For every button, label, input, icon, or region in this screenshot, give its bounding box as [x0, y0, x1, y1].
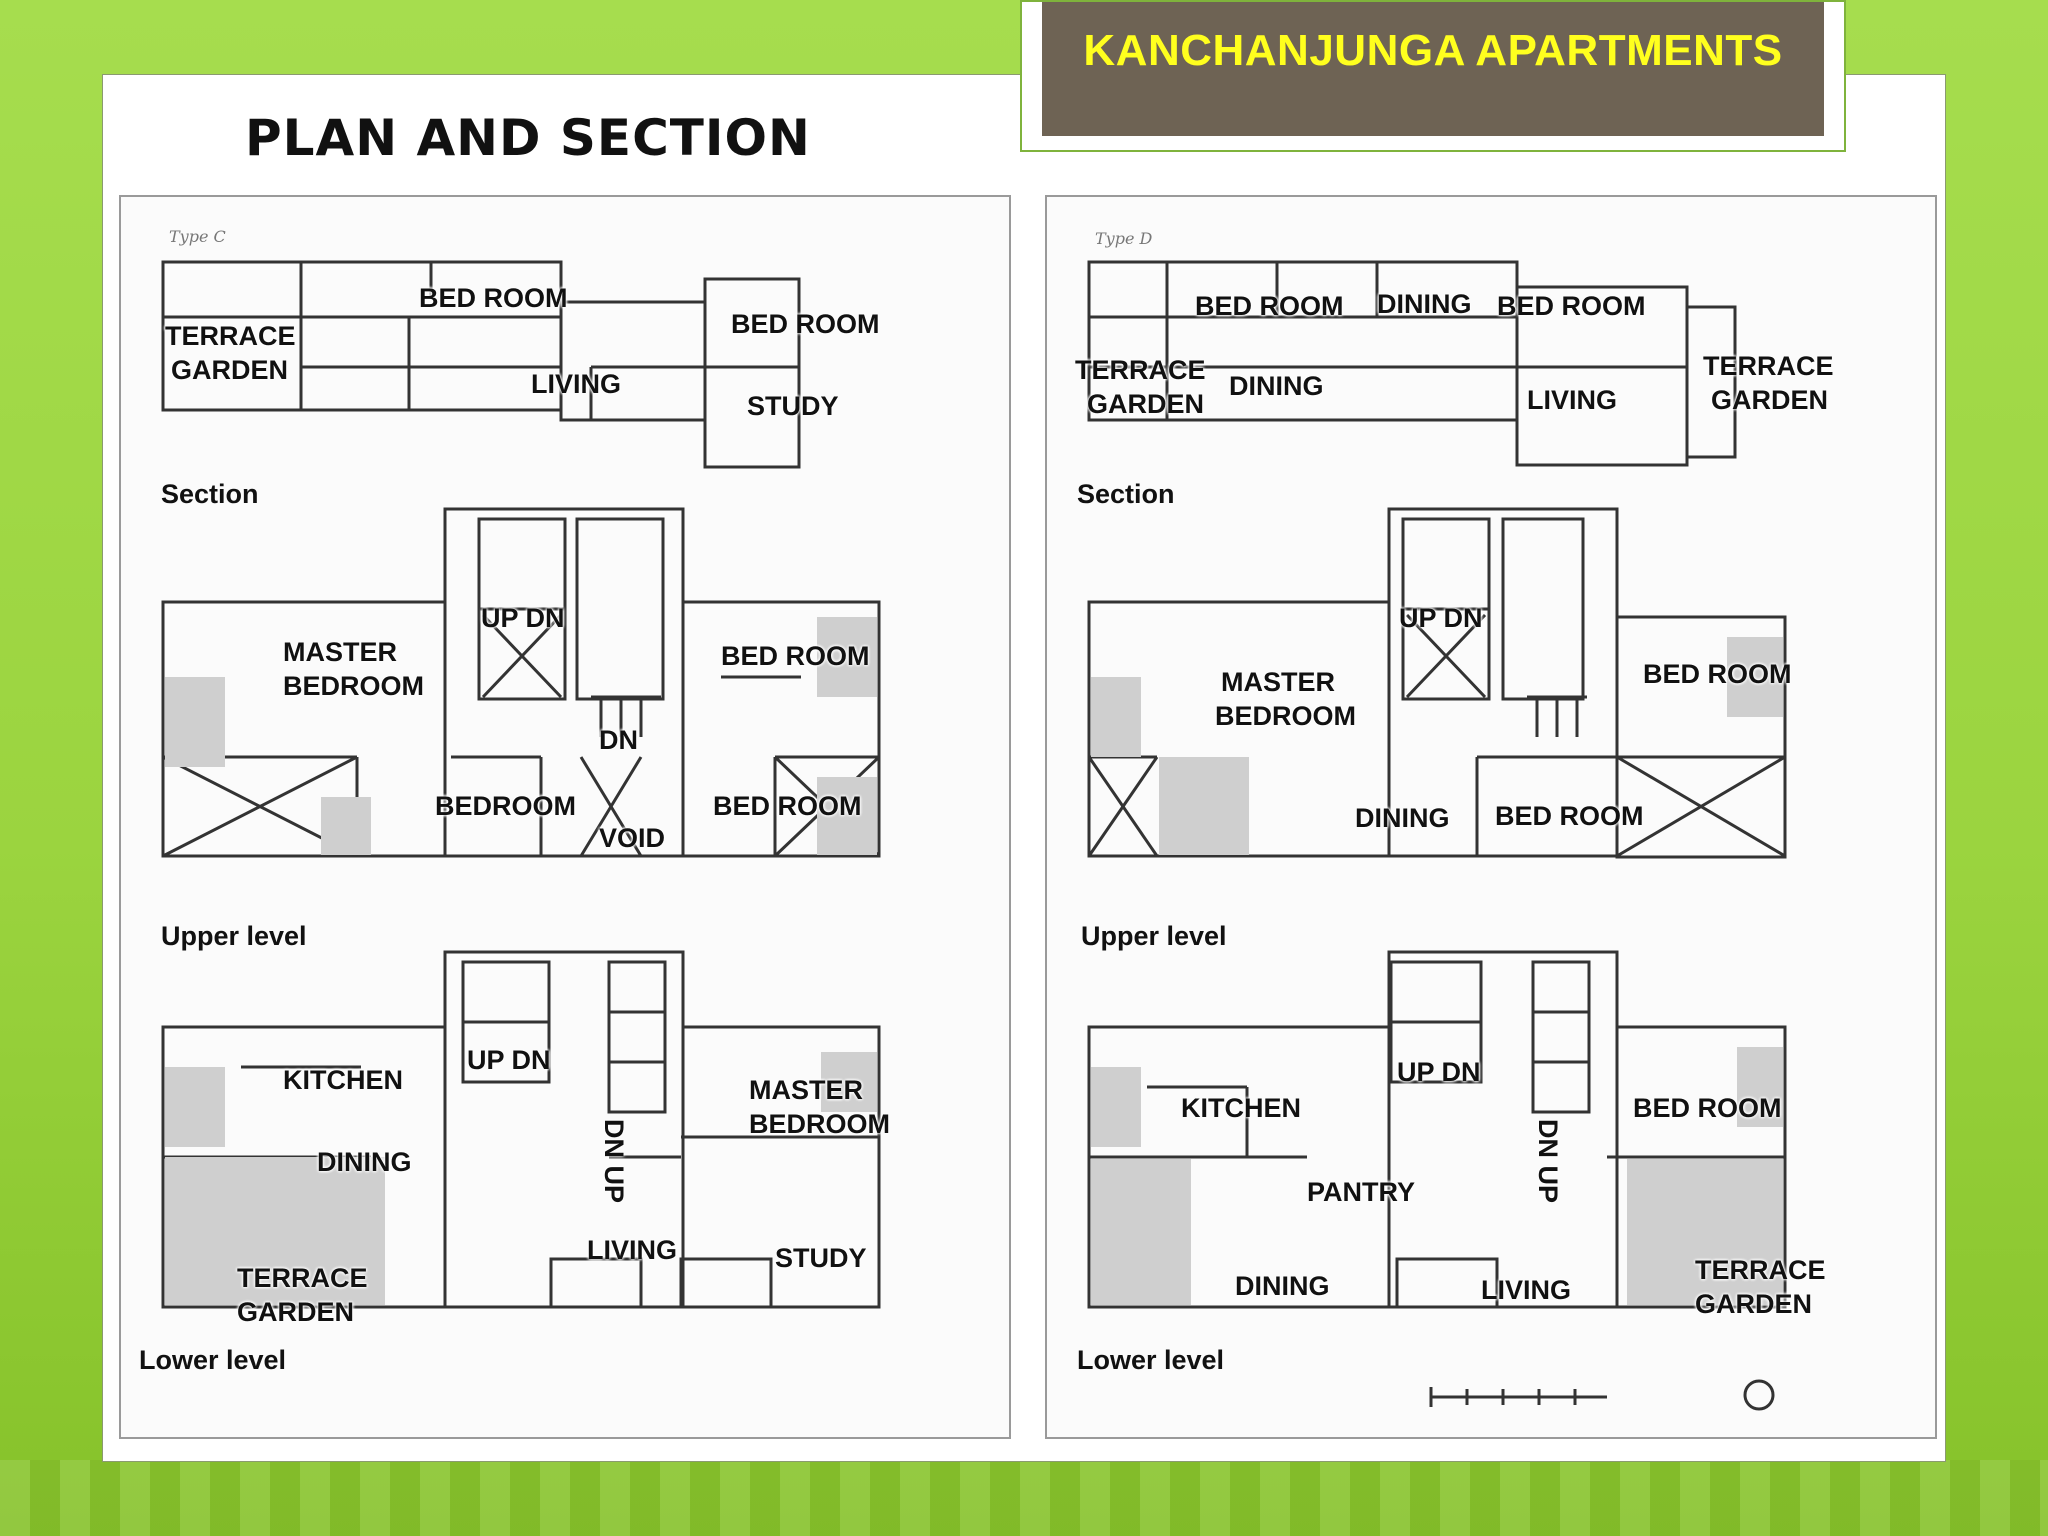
section-outline: [703, 277, 801, 469]
room-label: DINING: [1229, 371, 1324, 401]
room-label: BEDROOM: [1215, 701, 1356, 731]
lower-lift: [1531, 960, 1591, 1114]
room-label: UP DN: [1397, 1057, 1481, 1087]
upper-hatch: [1091, 677, 1141, 757]
section-outline: [559, 300, 707, 422]
room-label: UP DN: [481, 603, 565, 633]
section-caption: Section: [1077, 479, 1175, 509]
room-label: MASTER: [1221, 667, 1335, 697]
lower-hatch: [165, 1067, 225, 1147]
room-label: DINING: [1355, 803, 1450, 833]
room-label: VOID: [599, 823, 666, 853]
upper-hatch: [321, 797, 371, 855]
upper-hatch: [817, 777, 877, 855]
room-label: UP DN: [467, 1045, 551, 1075]
type-label: Type D: [1095, 229, 1153, 248]
type-d-panel: Type D BED ROOM DINING BED ROOM TERRACE …: [1045, 195, 1937, 1439]
north-arrow: [1743, 1379, 1775, 1411]
background-stripe: [0, 1460, 2048, 1536]
upper-hatch: [817, 617, 877, 697]
room-label: GARDEN: [1711, 385, 1829, 415]
room-label: BED ROOM: [713, 791, 862, 821]
room-label: TERRACE: [1695, 1255, 1826, 1285]
room-label: TERRACE: [1703, 351, 1834, 381]
room-label: STUDY: [747, 391, 839, 421]
upper-hatch: [165, 677, 225, 767]
room-label: BEDROOM: [283, 671, 424, 701]
lower-caption: Lower level: [1077, 1345, 1225, 1375]
stair-label: DN UP: [1533, 1119, 1563, 1204]
lower-hatch: [1737, 1047, 1783, 1127]
title-box: KANCHANJUNGA APARTMENTS: [1020, 0, 1846, 152]
lower-hatch: [821, 1052, 877, 1112]
lower-hatch: [1091, 1159, 1191, 1305]
room-label: GARDEN: [1087, 389, 1205, 419]
room-label: DN: [599, 725, 638, 755]
upper-outline: [1615, 615, 1787, 859]
room-label: GARDEN: [171, 355, 289, 385]
room-label: BED ROOM: [721, 641, 870, 671]
section-outline: [1685, 305, 1737, 459]
upper-lift: [575, 517, 665, 701]
lower-caption: Lower level: [139, 1345, 287, 1375]
lower-hatch: [1091, 1067, 1141, 1147]
room-label: GARDEN: [237, 1297, 355, 1327]
upper-caption: Upper level: [161, 921, 307, 951]
room-label: KITCHEN: [283, 1065, 403, 1095]
room-label: MASTER: [283, 637, 397, 667]
type-d-drawing: [1087, 260, 1787, 1411]
room-label: BED ROOM: [1195, 291, 1344, 321]
type-c-panel: Type C TERRACE GARDEN BED ROOM LIVING BE…: [119, 195, 1011, 1439]
room-label: DINING: [1235, 1271, 1330, 1301]
room-label: BEDROOM: [749, 1109, 890, 1139]
room-label: GARDEN: [1695, 1289, 1813, 1319]
stair-label: DN UP: [599, 1119, 629, 1204]
room-label: MASTER: [749, 1075, 863, 1105]
room-label: BED ROOM: [1633, 1093, 1782, 1123]
room-label: BED ROOM: [731, 309, 880, 339]
upper-hatch: [1727, 637, 1783, 717]
room-label: TERRACE: [237, 1263, 368, 1293]
room-label: STUDY: [775, 1243, 867, 1273]
room-label: LIVING: [1527, 385, 1618, 415]
title-banner: KANCHANJUNGA APARTMENTS: [1042, 2, 1824, 136]
lower-terrace-hatch: [1627, 1159, 1783, 1305]
room-label: TERRACE: [165, 321, 296, 351]
room-label: DINING: [317, 1147, 412, 1177]
page-title: KANCHANJUNGA APARTMENTS: [1083, 26, 1783, 75]
section-caption: Section: [161, 479, 259, 509]
lower-terrace-hatch: [165, 1157, 385, 1305]
room-label: BED ROOM: [1497, 291, 1646, 321]
room-label: BEDROOM: [435, 791, 576, 821]
upper-lift: [1501, 517, 1585, 701]
lower-outline: [681, 1025, 881, 1309]
upper-caption: Upper level: [1081, 921, 1227, 951]
type-label: Type C: [169, 227, 226, 246]
room-label: LIVING: [531, 369, 622, 399]
room-label: UP DN: [1399, 603, 1483, 633]
room-label: LIVING: [587, 1235, 678, 1265]
upper-hatch: [1159, 757, 1249, 855]
room-label: BED ROOM: [1643, 659, 1792, 689]
room-label: LIVING: [1481, 1275, 1572, 1305]
room-label: PANTRY: [1307, 1177, 1415, 1207]
slide-panel: Type C TERRACE GARDEN BED ROOM LIVING BE…: [102, 74, 1946, 1462]
room-label: BED ROOM: [1495, 801, 1644, 831]
room-label: KITCHEN: [1181, 1093, 1301, 1123]
page-heading: PLAN AND SECTION: [245, 109, 811, 167]
type-c-drawing: [161, 260, 881, 1309]
room-label: BED ROOM: [419, 283, 568, 313]
room-label: TERRACE: [1075, 355, 1206, 385]
room-label: DINING: [1377, 289, 1472, 319]
lower-outline: [1387, 950, 1619, 1309]
lower-lift: [607, 960, 667, 1114]
upper-outline: [681, 600, 881, 858]
lower-outline: [1615, 1025, 1787, 1309]
